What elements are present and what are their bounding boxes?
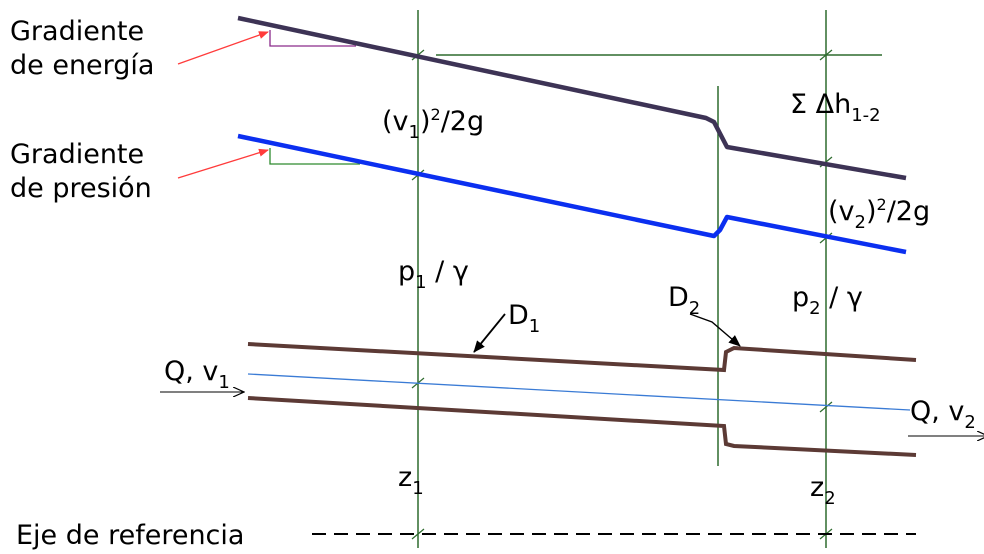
datum-label: Eje de referencia	[16, 520, 244, 551]
flow-out-label: Q, v2	[910, 396, 976, 433]
elevation-1-label: z1	[398, 462, 424, 499]
pipe-centerline	[247, 373, 911, 411]
velocity-head-1-label: (v1)2/2g	[382, 105, 484, 143]
energy-leader-arrow	[177, 31, 269, 65]
head-loss-label: Σ Δh1-2	[790, 89, 881, 126]
energy-gradient-line	[237, 15, 907, 181]
pressure-head-1-label: p1 / γ	[398, 256, 469, 293]
diameter-1-label: D1	[508, 300, 540, 337]
pressure-head-2-label: p2 / γ	[792, 282, 863, 319]
pipe-wall-top	[247, 342, 917, 373]
pressure-slope-triangle	[269, 148, 360, 165]
d2-leader-arrow	[689, 313, 741, 347]
pressure-gradient-line	[237, 133, 907, 255]
energy-slope-triangle	[269, 30, 356, 47]
flow-in-label: Q, v1	[164, 356, 230, 393]
d1-leader-arrow	[473, 313, 506, 353]
velocity-head-2-label: (v2)2/2g	[828, 195, 930, 233]
diameter-2-label: D2	[668, 282, 700, 319]
pressure-leader-arrow	[177, 148, 269, 179]
energy-gradient-label: Gradiente de energía	[10, 16, 154, 81]
elevation-2-label: z2	[810, 472, 836, 509]
section-lines	[417, 10, 882, 548]
pipe-wall-bottom	[247, 396, 917, 457]
pressure-gradient-label: Gradiente de presión	[10, 139, 153, 204]
